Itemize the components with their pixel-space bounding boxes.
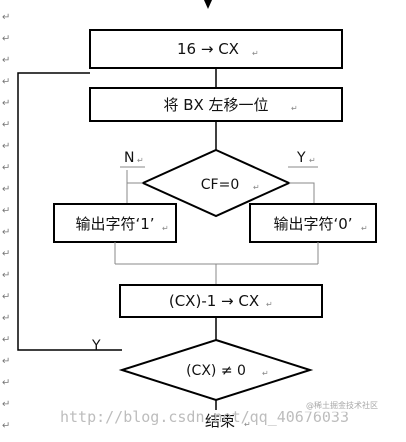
margin-paragraph-mark: ↵ [2,141,10,152]
output-one-box [53,203,177,243]
branch-no-label: N [124,150,134,166]
margin-paragraph-mark: ↵ [2,313,10,324]
loop-yes-label: Y [91,338,101,354]
paragraph-mark: ↵ [137,156,144,165]
margin-paragraph-mark: ↵ [2,206,10,217]
step-shift-label: 将 BX 左移一位 [163,96,268,114]
step-decrement-label: (CX)-1 → CX [169,292,259,310]
margin-paragraph-mark: ↵ [2,335,10,346]
margin-paragraph-mark: ↵ [2,399,10,410]
paragraph-mark: ↵ [266,300,273,309]
margin-paragraph-mark: ↵ [2,163,10,174]
margin-paragraph-mark: ↵ [2,12,10,23]
decision-cf-label: CF=0 [201,177,239,193]
decision-loop-label: (CX) ≠ 0 [186,363,246,379]
margin-paragraph-mark: ↵ [2,77,10,88]
paragraph-mark: ↵ [361,224,368,233]
step-set-counter-box [89,29,343,69]
margin-paragraph-mark: ↵ [2,249,10,260]
loop-back-connector [17,72,122,351]
watermark-badge-bg [304,398,400,412]
connector-yes-branch [289,182,315,204]
paragraph-mark: ↵ [309,156,316,165]
paragraph-mark: ↵ [253,183,260,192]
paragraph-mark: ↵ [291,104,298,113]
margin-paragraph-mark: ↵ [2,356,10,367]
step-decrement-box [119,284,323,318]
paragraph-mark: ↵ [252,49,259,58]
paragraph-mark: ↵ [162,224,169,233]
margin-paragraph-mark: ↵ [2,421,10,432]
output-one-label: 输出字符‘1’ [75,215,154,233]
end-label: 结束 [205,412,235,430]
watermark-badge: @稀土掘金技术社区 [306,400,378,410]
step-shift-box [89,87,343,122]
margin-paragraph-mark: ↵ [2,55,10,66]
paragraph-mark: ↵ [244,420,251,429]
margin-paragraph-mark: ↵ [2,270,10,281]
margin-paragraph-mark: ↵ [2,34,10,45]
margin-paragraph-mark: ↵ [2,292,10,303]
output-zero-box [249,203,377,243]
decision-cf-diamond [140,148,292,218]
step-set-counter-label: 16 → CX [177,40,239,58]
margin-paragraph-mark: ↵ [2,184,10,195]
margin-paragraph-mark: ↵ [2,98,10,109]
branch-yes-label: Y [296,150,306,166]
paragraph-mark: ↵ [262,369,269,378]
output-zero-label: 输出字符‘0’ [273,215,352,233]
entry-arrow [204,0,212,9]
watermark-url: http://blog.csdn.net/qq_40676033 [60,408,349,426]
margin-paragraph-mark: ↵ [2,378,10,389]
connector-no-branch [126,170,143,204]
paragraph-marks: ↵ ↵ ↵ ↵ ↵ ↵ ↵ ↵ ↵ ↵ ↵ ↵ ↵ ↵ ↵ ↵ ↵ ↵ ↵ ↵ [2,12,10,432]
margin-paragraph-mark: ↵ [2,120,10,131]
margin-paragraph-mark: ↵ [2,227,10,238]
